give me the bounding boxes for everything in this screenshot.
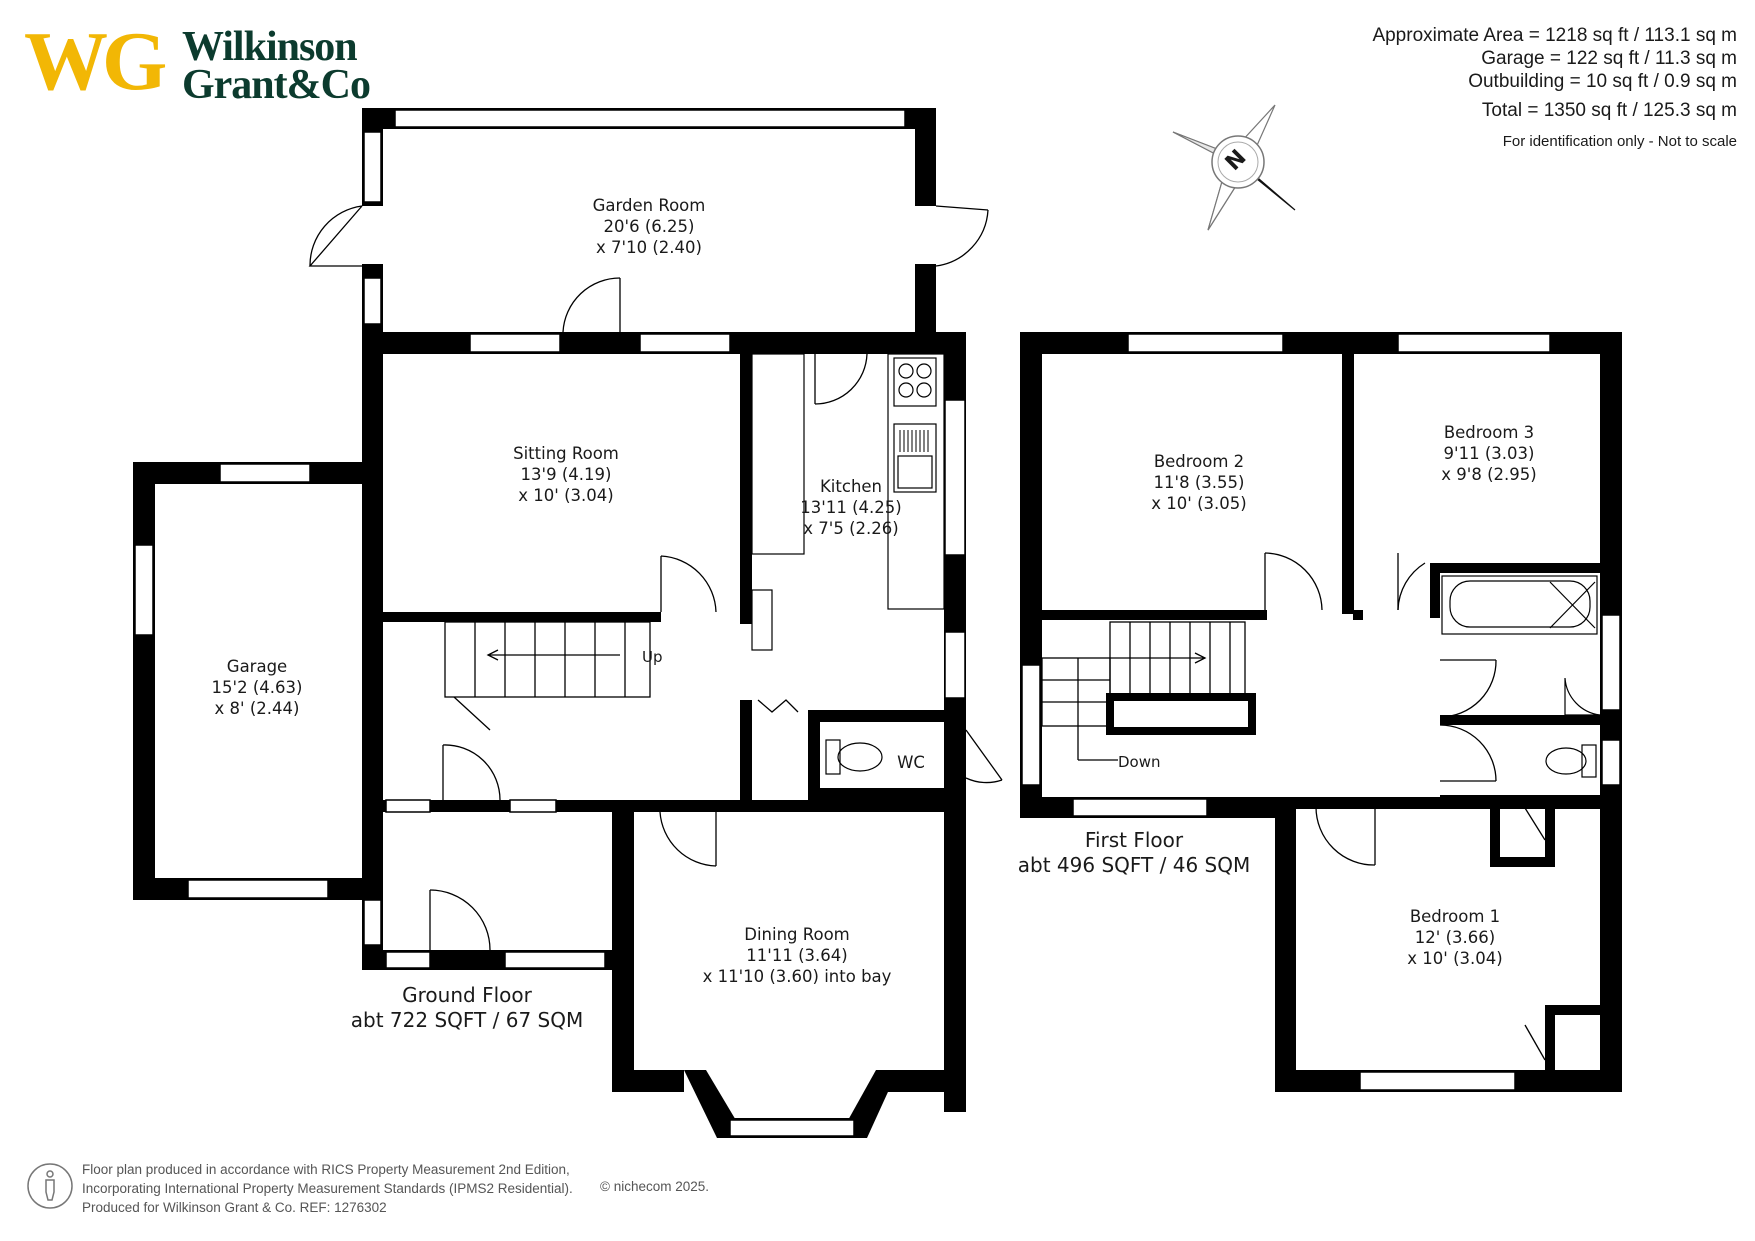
approximate-area: Approximate Area = 1218 sq ft / 113.1 sq…: [1372, 25, 1737, 46]
sink-icon: [899, 430, 929, 452]
garage-dim1: 15'2 (4.63): [211, 678, 303, 697]
kitchen-name: Kitchen: [819, 477, 883, 496]
person-scale-icon: [27, 1163, 73, 1209]
garage-name: Garage: [226, 657, 288, 676]
ground-floor-area: abt 722 SQFT / 67 SQM: [350, 1008, 584, 1032]
dining-room-label: Dining Room 11'11 (3.64) x 11'10 (3.60) …: [703, 924, 892, 987]
dining-room-name: Dining Room: [744, 925, 850, 944]
kitchen-label: Kitchen 13'11 (4.25) x 7'5 (2.26): [800, 476, 901, 539]
stairs-down-label: Down: [1118, 753, 1161, 771]
ground-floor-doors: [308, 205, 1003, 951]
bedroom-1-label: Bedroom 1 12' (3.66) x 10' (3.04): [1407, 906, 1502, 969]
footer-line1: Floor plan produced in accordance with R…: [82, 1162, 570, 1177]
garage-label: Garage 15'2 (4.63) x 8' (2.44): [212, 656, 303, 719]
bedroom-2-dim1: 11'8 (3.55): [1153, 473, 1245, 492]
scale-note: For identification only - Not to scale: [1502, 133, 1737, 150]
logo-name-line1: Wilkinson: [182, 24, 358, 70]
footer-line3: Produced for Wilkinson Grant & Co. REF: …: [82, 1200, 387, 1215]
ground-floor-windows: [134, 109, 966, 1137]
footer-line2: Incorporating International Property Mea…: [82, 1181, 573, 1196]
sitting-room-dim1: 13'9 (4.19): [520, 465, 612, 484]
total-area: Total = 1350 sq ft / 125.3 sq m: [1481, 100, 1737, 121]
bedroom-1-dim2: x 10' (3.04): [1407, 949, 1503, 968]
bedroom-3-dim2: x 9'8 (2.95): [1441, 465, 1537, 484]
first-floor-area: abt 496 SQFT / 46 SQM: [1017, 853, 1251, 877]
kitchen-fittings: [751, 353, 945, 651]
logo-name-grant: Grant: [182, 62, 288, 108]
first-stairs: [1041, 621, 1256, 761]
first-floor-windows: [1021, 333, 1621, 1091]
kitchen-dim1: 13'11 (4.25): [800, 498, 902, 517]
garage-area: Garage = 122 sq ft / 11.3 sq m: [1481, 48, 1737, 69]
sitting-room-dim2: x 10' (3.04): [518, 486, 614, 505]
dining-room-dim1: 11'11 (3.64): [746, 946, 848, 965]
basin-icon: [1564, 677, 1601, 716]
ground-floor-name: Ground Floor: [402, 983, 532, 1007]
first-toilet-icon: [1545, 744, 1597, 778]
bedroom-1-name: Bedroom 1: [1409, 907, 1501, 926]
logo-mark: WG: [24, 15, 167, 108]
bedroom-2-name: Bedroom 2: [1153, 452, 1245, 471]
bedroom-3-label: Bedroom 3 9'11 (3.03) x 9'8 (2.95): [1441, 422, 1536, 485]
bedroom-3-dim1: 9'11 (3.03): [1443, 444, 1535, 463]
toilet-icon: [825, 739, 883, 775]
logo-name-co: &Co: [286, 62, 371, 108]
first-floor-doors: [1264, 552, 1546, 1061]
outbuilding-area: Outbuilding = 10 sq ft / 0.9 sq m: [1468, 71, 1737, 92]
kitchen-dim2: x 7'5 (2.26): [803, 519, 899, 538]
ground-floor-label: Ground Floor abt 722 SQFT / 67 SQM: [351, 983, 583, 1033]
garden-room-dim2: x 7'10 (2.40): [596, 238, 702, 257]
first-floor-label: First Floor abt 496 SQFT / 46 SQM: [1018, 828, 1250, 878]
bedroom-2-dim2: x 10' (3.05): [1151, 494, 1247, 513]
bathtub-icon: [1441, 575, 1598, 635]
first-floor-name: First Floor: [1084, 828, 1184, 852]
footer-text: Floor plan produced in accordance with R…: [82, 1160, 573, 1217]
wc-label: WC: [897, 753, 925, 772]
logo-name: Wilkinson Grant&Co: [182, 24, 371, 106]
stairs-up-label: Up: [642, 648, 663, 666]
ground-stairs: [444, 621, 651, 731]
sitting-room-name: Sitting Room: [513, 444, 619, 463]
sitting-room-label: Sitting Room 13'9 (4.19) x 10' (3.04): [513, 443, 619, 506]
footer-copyright: © nichecom 2025.: [600, 1179, 710, 1194]
bedroom-1-dim1: 12' (3.66): [1414, 928, 1496, 947]
logo-name-line2: Grant&Co: [182, 64, 371, 106]
garden-room-dim1: 20'6 (6.25): [603, 217, 695, 236]
garden-room-label: Garden Room 20'6 (6.25) x 7'10 (2.40): [593, 195, 706, 258]
garden-room-name: Garden Room: [592, 196, 706, 215]
bedroom-2-label: Bedroom 2 11'8 (3.55) x 10' (3.05): [1151, 451, 1246, 514]
garage-dim2: x 8' (2.44): [214, 699, 300, 718]
dining-room-dim2: x 11'10 (3.60) into bay: [702, 967, 892, 986]
bedroom-3-name: Bedroom 3: [1443, 423, 1535, 442]
compass-rose-icon: [1172, 104, 1296, 231]
